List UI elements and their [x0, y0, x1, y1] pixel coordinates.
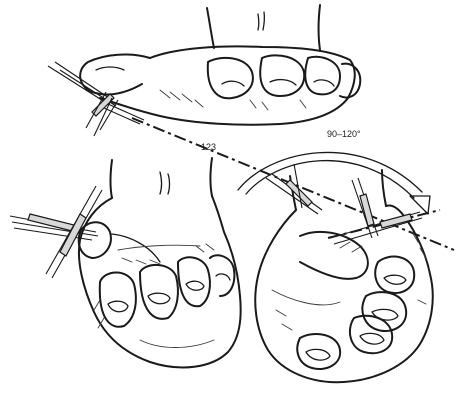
top-forearm-marks [258, 12, 264, 30]
left-nail-ring [186, 281, 204, 290]
left-fist-outline [79, 196, 241, 367]
left-thumb [79, 222, 111, 258]
arc-arrowhead [410, 196, 430, 214]
right-hand-outline [255, 205, 433, 382]
left-thumb-line [112, 234, 160, 262]
top-finger-ring [305, 57, 340, 95]
top-needles [48, 62, 144, 136]
left-finger-little [210, 255, 234, 296]
top-thumb-nail [96, 67, 124, 70]
right-hand [255, 164, 433, 382]
left-forearm-marks [160, 172, 170, 194]
top-nail-index [222, 81, 244, 86]
right-nail-ring [360, 333, 384, 344]
top-forearm-left-edge [207, 8, 214, 48]
left-nail-middle [148, 293, 170, 304]
right-nail-little [306, 349, 330, 360]
right-finger-little [297, 334, 340, 369]
right-finger-ring [350, 316, 392, 353]
top-hand-shading [160, 90, 306, 110]
right-nail-index [384, 275, 406, 284]
left-finger-middle [140, 265, 178, 319]
top-nail-middle [270, 80, 296, 85]
right-thumb [300, 232, 368, 279]
top-finger-middle [260, 55, 304, 96]
top-nail-ring [314, 80, 334, 86]
left-nail-little [216, 274, 230, 280]
arc-inner [246, 161, 414, 198]
left-fist [10, 158, 241, 367]
left-needles [10, 186, 102, 278]
left-finger-index [100, 273, 136, 327]
left-forearm-right-edge [211, 158, 213, 196]
top-thumb [80, 55, 150, 95]
distance-label: 123 [201, 142, 216, 152]
top-finger-index [208, 58, 253, 98]
rotation-angle-label: 90–120° [327, 129, 361, 139]
right-finger-middle [362, 292, 406, 331]
top-forearm-right-edge [319, 5, 321, 50]
left-nail-index [108, 301, 128, 312]
right-nail-middle [372, 309, 398, 320]
right-hand-shading [272, 232, 426, 330]
left-forearm-left-edge [111, 160, 113, 198]
left-fist-shading [94, 244, 214, 348]
rotation-arc [238, 152, 430, 214]
top-hand [48, 5, 360, 136]
